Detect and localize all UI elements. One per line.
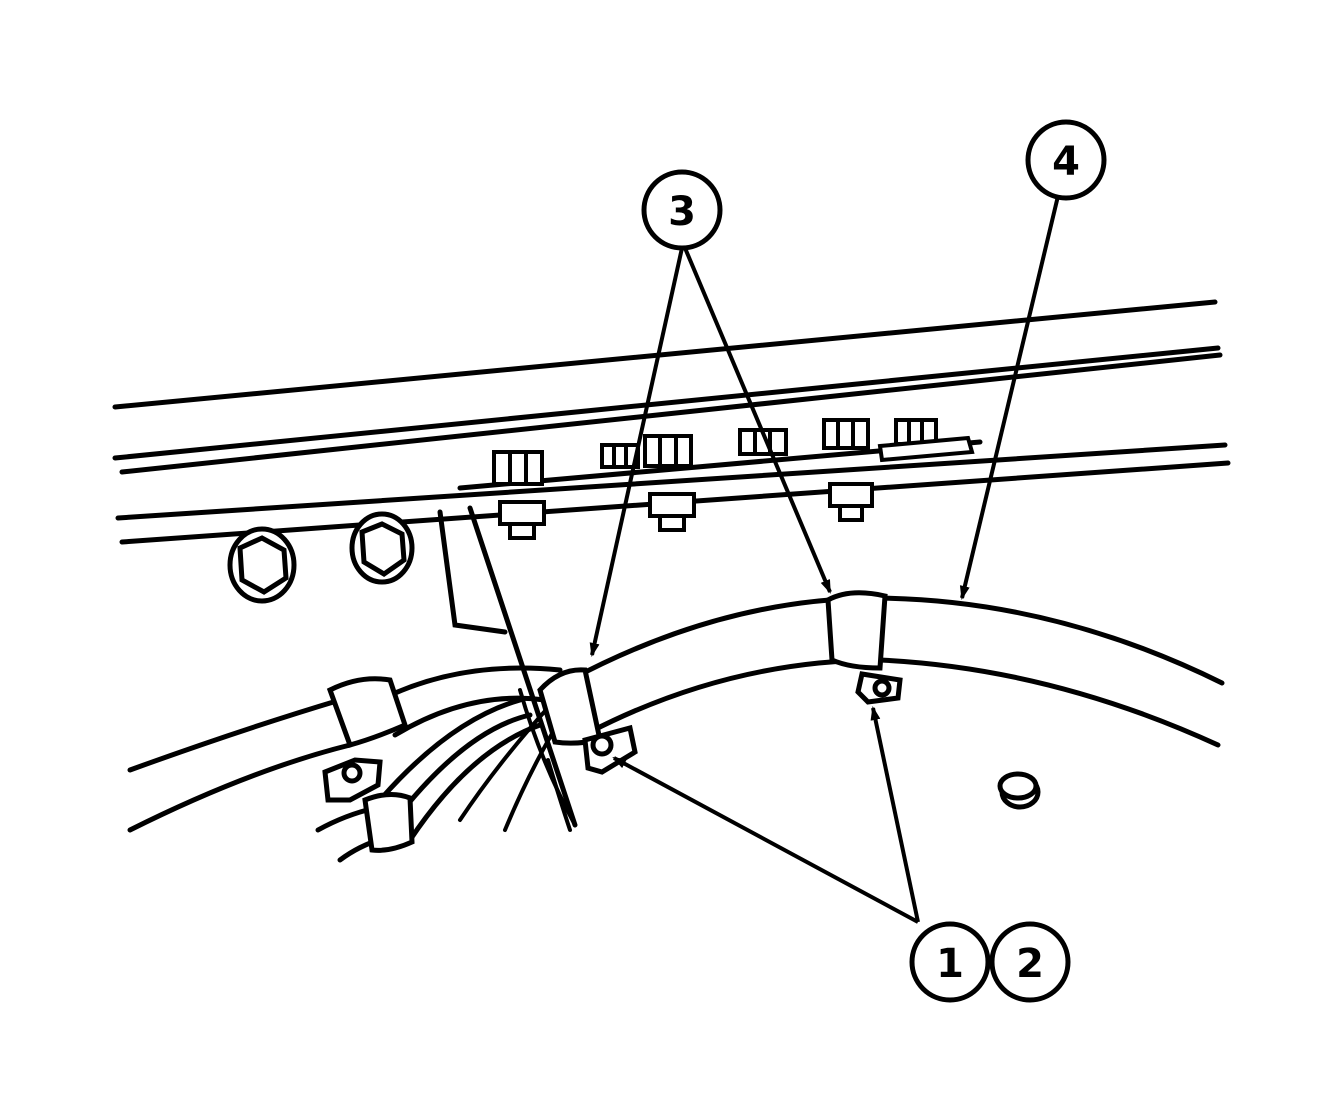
- plug: [997, 771, 1041, 810]
- left-cables: [127, 665, 563, 863]
- bolt: [600, 443, 640, 469]
- callout-3-label: 3: [668, 189, 696, 235]
- leader-lines: [589, 195, 1060, 924]
- rail-bolts: [492, 418, 975, 540]
- bolt: [643, 434, 696, 532]
- hose-clamps: [537, 590, 903, 775]
- callout-1-label: 1: [936, 941, 964, 987]
- bolt: [492, 450, 546, 540]
- callout-2: 2: [989, 921, 1071, 1003]
- bolt: [822, 418, 874, 522]
- callout-4: 4: [1025, 119, 1107, 201]
- clamp-right: [825, 590, 903, 705]
- bolt: [877, 418, 975, 463]
- callout-3: 3: [641, 169, 723, 251]
- rail-nuts: [227, 511, 415, 604]
- main-hose: [567, 595, 1225, 748]
- left-clamps: [322, 676, 415, 853]
- callout-4-label: 4: [1052, 139, 1080, 185]
- callout-1: 1: [909, 921, 991, 1003]
- callout-2-label: 2: [1016, 941, 1044, 987]
